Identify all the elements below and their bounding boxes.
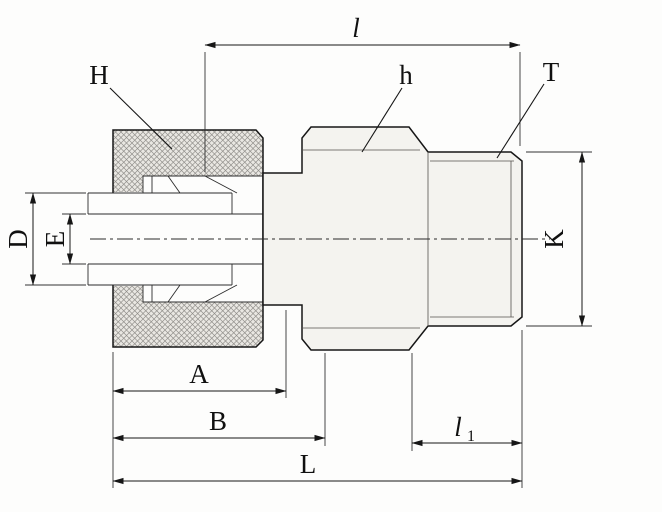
dimension-D: D [3,192,86,286]
dim-label-l1-base: l [454,412,462,442]
ferrule-and-cavity-lines [142,175,263,303]
dim-label-L: L [300,449,317,479]
tube-section [87,192,296,286]
dim-label-K: K [539,229,569,249]
dimension-L: L [112,449,523,485]
dim-label-A: A [189,359,209,389]
leader-T: T [496,57,560,159]
dim-label-H: H [89,60,109,90]
dim-label-D: D [3,229,33,249]
dim-label-T: T [543,57,560,87]
dimension-K: K [526,151,592,327]
dim-label-E: E [40,231,70,248]
male-thread-section [430,160,514,318]
leader-h: h [361,60,413,153]
dimension-l1: l 1 [411,330,523,488]
dim-label-l: l [352,13,360,43]
dim-label-l1-subscript: 1 [467,428,475,445]
dimension-E: E [40,213,86,265]
dimension-A: A [112,310,287,488]
dimension-B: B [112,353,326,446]
dimension-l: l [204,13,521,172]
leader-H: H [89,60,173,150]
dim-label-h: h [399,60,413,90]
dim-label-B: B [209,406,227,436]
